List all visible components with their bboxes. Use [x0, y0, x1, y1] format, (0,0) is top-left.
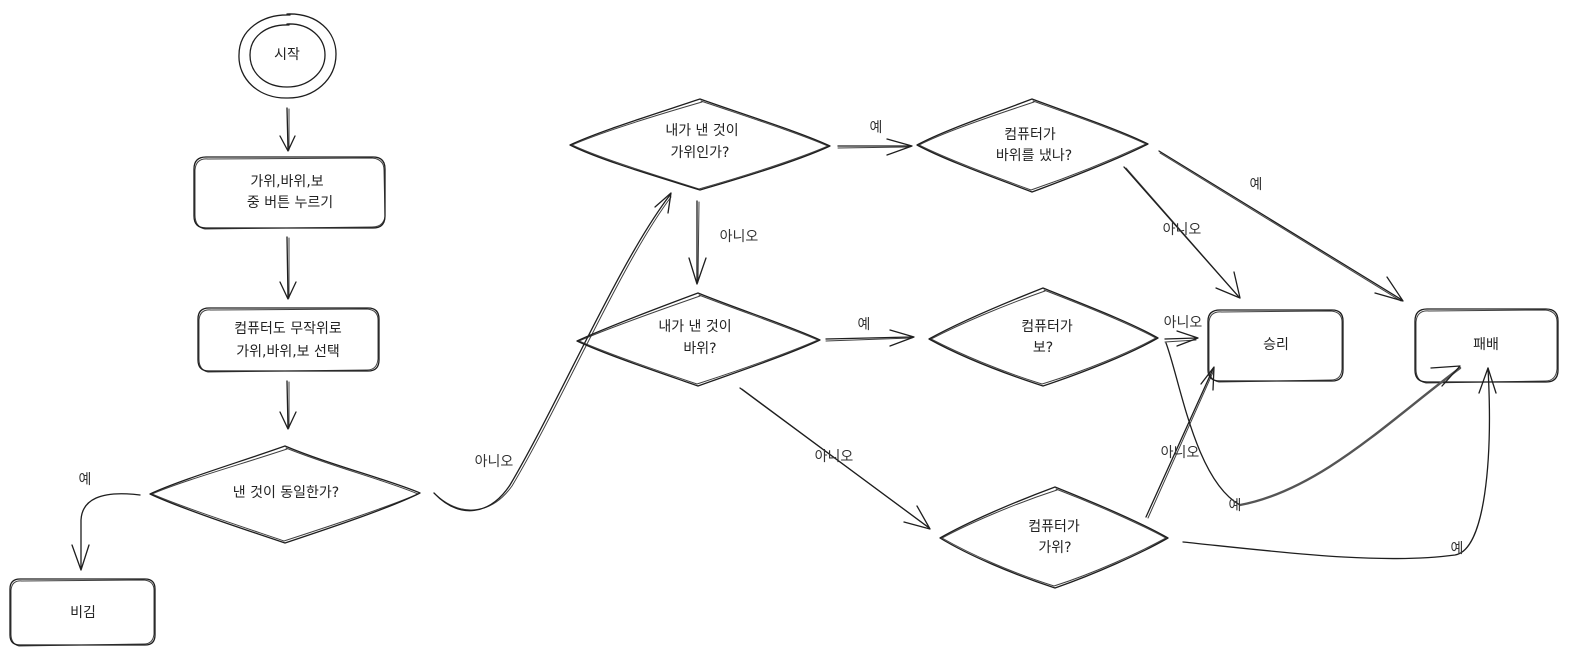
computer-pick-label-2: 가위,바위,보 선택: [236, 344, 340, 360]
edge-label-scissors-yes: 예: [870, 120, 883, 136]
edge-label-computer-scissors-no: 아니오: [1161, 445, 1200, 461]
arrow-same-no-to-scissors-check: [433, 192, 672, 512]
edge-label-scissors-no: 아니오: [720, 229, 759, 245]
same-check-decision: 낸 것이 동일한가?: [149, 445, 421, 544]
arrow-computer-rock-no-to-win: [1123, 166, 1241, 299]
rock-check-label-1: 내가 낸 것이: [658, 319, 731, 335]
press-button-node: 가위,바위,보 중 버튼 누르기: [193, 156, 386, 230]
edge-label-computer-rock-yes: 예: [1250, 177, 1263, 193]
same-check-label: 낸 것이 동일한가?: [233, 485, 340, 501]
arrow-computer-paper-yes-to-lose: [1165, 342, 1462, 507]
scissors-check-decision: 내가 낸 것이 가위인가?: [569, 98, 831, 191]
computer-paper-label-1: 컴퓨터가: [1021, 319, 1073, 335]
rock-check-label-2: 바위?: [683, 341, 716, 357]
arrow-computer-rock-yes-to-lose: [1158, 150, 1404, 302]
rock-check-decision: 내가 낸 것이 바위?: [576, 292, 821, 387]
computer-pick-label-1: 컴퓨터도 무작위로: [234, 321, 342, 337]
draw-label: 비김: [70, 605, 96, 621]
draw-node: 비김: [9, 578, 156, 647]
lose-label: 패배: [1473, 337, 1499, 353]
edge-label-rock-yes: 예: [858, 317, 871, 333]
edge-label-rock-no: 아니오: [815, 449, 854, 465]
edge-label-same-yes: 예: [79, 472, 92, 488]
arrow-computer-scissors-yes-to-lose: [1182, 367, 1497, 560]
arrow-computer-scissors-no-to-win: [1145, 366, 1215, 519]
edge-label-computer-paper-no: 아니오: [1164, 315, 1203, 331]
computer-rock-label-1: 컴퓨터가: [1004, 127, 1056, 143]
computer-paper-decision: 컴퓨터가 보?: [928, 287, 1159, 387]
win-node: 승리: [1207, 309, 1344, 383]
start-label: 시작: [274, 47, 300, 63]
press-label-2: 중 버튼 누르기: [247, 195, 333, 211]
arrow-computer-pick-to-same-check: [279, 380, 297, 430]
arrow-start-to-press: [279, 107, 296, 152]
edge-label-computer-scissors-yes: 예: [1451, 541, 1464, 557]
arrow-computer-paper-no-to-win: [1164, 330, 1199, 347]
lose-node: 패배: [1414, 308, 1559, 384]
computer-rock-decision: 컴퓨터가 바위를 냈나?: [916, 98, 1149, 193]
arrow-rock-yes-to-computer-paper: [825, 329, 915, 347]
edge-label-computer-rock-no: 아니오: [1163, 222, 1202, 238]
press-label-1: 가위,바위,보: [250, 174, 323, 190]
start-node: 시작: [238, 13, 337, 99]
computer-rock-label-2: 바위를 냈나?: [996, 148, 1072, 164]
scissors-check-label-2: 가위인가?: [671, 145, 730, 161]
arrow-scissors-yes-to-computer-rock: [837, 138, 913, 156]
win-label: 승리: [1263, 337, 1289, 353]
edge-label-same-no: 아니오: [475, 454, 514, 470]
arrow-scissors-no-to-rock-check: [688, 200, 707, 285]
computer-scissors-label-2: 가위?: [1038, 540, 1071, 556]
edge-label-computer-paper-yes: 예: [1229, 498, 1242, 514]
computer-scissors-decision: 컴퓨터가 가위?: [939, 486, 1169, 589]
computer-paper-label-2: 보?: [1033, 340, 1053, 356]
arrow-press-to-computer-pick: [279, 236, 297, 300]
computer-pick-node: 컴퓨터도 무작위로 가위,바위,보 선택: [197, 307, 380, 373]
scissors-check-label-1: 내가 낸 것이: [665, 123, 738, 139]
computer-scissors-label-1: 컴퓨터가: [1028, 519, 1080, 535]
arrow-rock-no-to-computer-scissors: [739, 387, 931, 530]
arrow-same-yes-to-draw: [71, 493, 141, 571]
